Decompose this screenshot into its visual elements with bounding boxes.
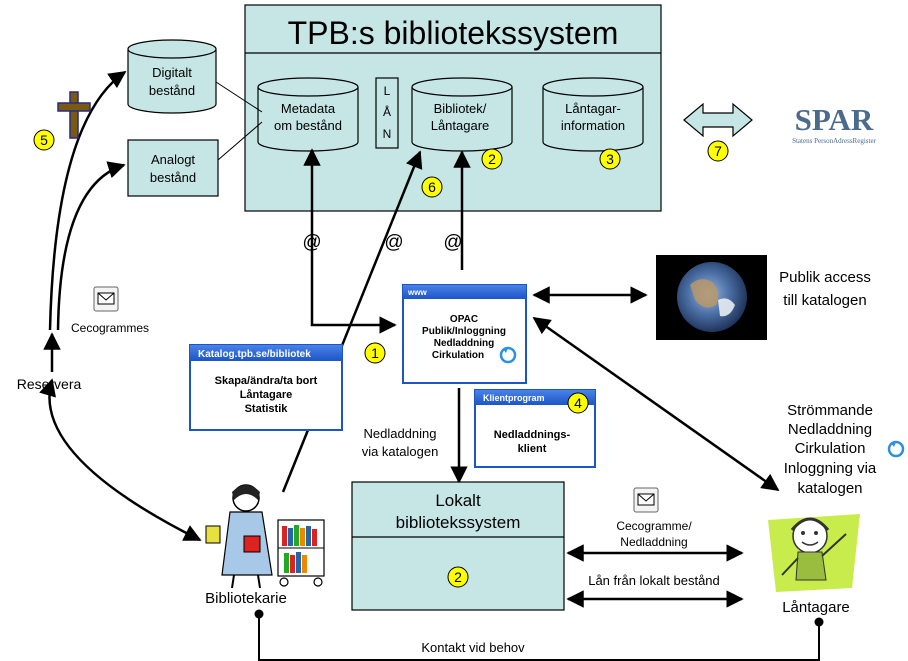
- kontakt-label: Kontakt vid behov: [421, 640, 525, 655]
- lan-letter-a: Å: [383, 104, 391, 119]
- arrow-reservera-bibliotekarie: [39, 378, 202, 542]
- lantagare-figure: [768, 514, 860, 592]
- spar-double-arrow: [683, 102, 753, 138]
- lantagarinfo-label-1: Låntagar-: [565, 101, 621, 116]
- earth-image: [656, 255, 767, 340]
- at-symbol-1: @: [302, 232, 321, 253]
- strommande-line-1: Strömmande: [787, 402, 873, 419]
- klient-line-1: Nedladdnings-: [494, 429, 571, 441]
- katalog-window[interactable]: Katalog.tpb.se/bibliotek Skapa/ändra/ta …: [189, 344, 343, 431]
- cecogrammes-label: Cecogrammes: [71, 321, 149, 335]
- digitalt-label-2: bestånd: [149, 83, 195, 98]
- at-symbol-3: @: [443, 232, 462, 253]
- digitalt-db: Digitalt bestånd: [127, 39, 217, 114]
- cecogramme-label-1: Cecogramme/: [616, 519, 692, 533]
- bibliotek-label-2: Låntagare: [431, 118, 490, 133]
- publik-access-line-1: Publik access: [779, 269, 871, 286]
- publik-access-line-2: till katalogen: [783, 292, 866, 309]
- metadata-label-1: Metadata: [281, 101, 336, 116]
- svg-text:7: 7: [714, 143, 722, 159]
- spar-logo-text: SPAR: [795, 102, 874, 137]
- system-title: TPB:s bibliotekssystem: [288, 15, 619, 51]
- arrow-reservera-digitalt: [48, 70, 127, 331]
- lantagarinfo-db: Låntagar- information: [542, 77, 644, 152]
- nedladdning-via-line-2: via katalogen: [362, 444, 439, 459]
- kontakt-connector: Kontakt vid behov: [254, 609, 824, 661]
- svg-text:6: 6: [428, 179, 436, 195]
- digitalt-label-1: Digitalt: [152, 65, 192, 80]
- arrow-metadata-opac: [303, 148, 397, 334]
- svg-text:2: 2: [454, 569, 462, 585]
- spar-logo: SPAR Statens PersonAdressRegister: [792, 102, 876, 145]
- opac-window[interactable]: www OPAC Publik/Inloggning Nedladdning C…: [402, 284, 527, 384]
- analogt-box: Analogt bestånd: [127, 139, 219, 197]
- svg-text:1: 1: [371, 345, 379, 361]
- bibliotekarie-figure: [205, 484, 273, 589]
- klient-line-2: klient: [518, 443, 547, 455]
- katalog-line-3: Statistik: [245, 403, 289, 415]
- bibliotek-label-1: Bibliotek/: [434, 101, 487, 116]
- klient-window[interactable]: Klientprogram Nedladdnings- klient: [474, 389, 596, 468]
- lan-box: L Å N: [375, 77, 399, 149]
- strommande-line-3: Cirkulation: [795, 440, 866, 457]
- lokalt-system: Lokalt bibliotekssystem: [351, 481, 565, 611]
- analogt-connector: [217, 121, 263, 161]
- badge-3: 3: [599, 148, 621, 170]
- bibliotekarie-label: Bibliotekarie: [205, 590, 287, 607]
- envelope-icon-left: [93, 286, 119, 312]
- metadata-label-2: om bestånd: [274, 118, 342, 133]
- analogt-label-1: Analogt: [151, 152, 195, 167]
- badge-6: 6: [421, 176, 443, 198]
- svg-text:2: 2: [488, 151, 496, 167]
- digitalt-connector: [215, 81, 263, 113]
- katalog-window-title: Katalog.tpb.se/bibliotek: [198, 349, 311, 360]
- arrow-reservera-analogt: [56, 161, 126, 331]
- strommande-line-4: Inloggning via: [784, 460, 877, 477]
- lan-lokalt-label: Lån från lokalt bestånd: [588, 573, 720, 588]
- badge-2-lokalt: 2: [447, 566, 469, 588]
- lokalt-title-1: Lokalt: [435, 491, 481, 510]
- opac-line-3: Nedladdning: [434, 338, 495, 349]
- envelope-icon-right: [633, 487, 659, 513]
- katalog-line-1: Skapa/ändra/ta bort: [215, 375, 318, 387]
- svg-text:4: 4: [574, 395, 582, 411]
- badge-5: 5: [33, 129, 55, 151]
- metadata-db: Metadata om bestånd: [257, 77, 359, 152]
- reservera-label: Reservera: [17, 376, 82, 392]
- badge-4: 4: [567, 392, 589, 414]
- lantagare-label: Låntagare: [782, 599, 850, 616]
- cecogramme-label-2: Nedladdning: [620, 535, 687, 549]
- lan-letter-n: N: [383, 127, 392, 141]
- nedladdning-via-line-1: Nedladdning: [363, 426, 436, 441]
- spar-subtitle: Statens PersonAdressRegister: [792, 137, 876, 145]
- strommande-line-2: Nedladdning: [788, 421, 872, 438]
- analogt-label-2: bestånd: [150, 170, 196, 185]
- katalog-line-2: Låntagare: [240, 389, 293, 401]
- opac-line-2: Publik/Inloggning: [422, 326, 506, 337]
- arrow-opac-lantagare: [532, 316, 780, 492]
- bibliotek-db: Bibliotek/ Låntagare: [411, 77, 513, 152]
- svg-text:3: 3: [606, 151, 614, 167]
- badge-7: 7: [707, 140, 729, 162]
- arrows: [39, 70, 780, 608]
- opac-line-4: Cirkulation: [432, 350, 484, 361]
- arrow-bibliotekarie-bibliotek: [281, 150, 423, 493]
- opac-window-title: www: [407, 288, 427, 297]
- circulation-icon-right: [887, 440, 905, 458]
- klient-window-title: Klientprogram: [483, 393, 545, 403]
- lokalt-title-2: bibliotekssystem: [396, 513, 521, 532]
- circulation-icon: [499, 346, 517, 364]
- svg-text:5: 5: [40, 132, 48, 148]
- opac-line-1: OPAC: [450, 314, 478, 325]
- book-cart-icon: [277, 519, 325, 587]
- lantagarinfo-label-2: information: [561, 118, 625, 133]
- strommande-line-5: katalogen: [797, 480, 862, 497]
- lan-letter-l: L: [384, 84, 391, 98]
- badge-1: 1: [364, 342, 386, 364]
- badge-2-bibliotek: 2: [481, 148, 503, 170]
- cross-icon: [57, 91, 91, 139]
- at-symbol-2: @: [384, 232, 403, 253]
